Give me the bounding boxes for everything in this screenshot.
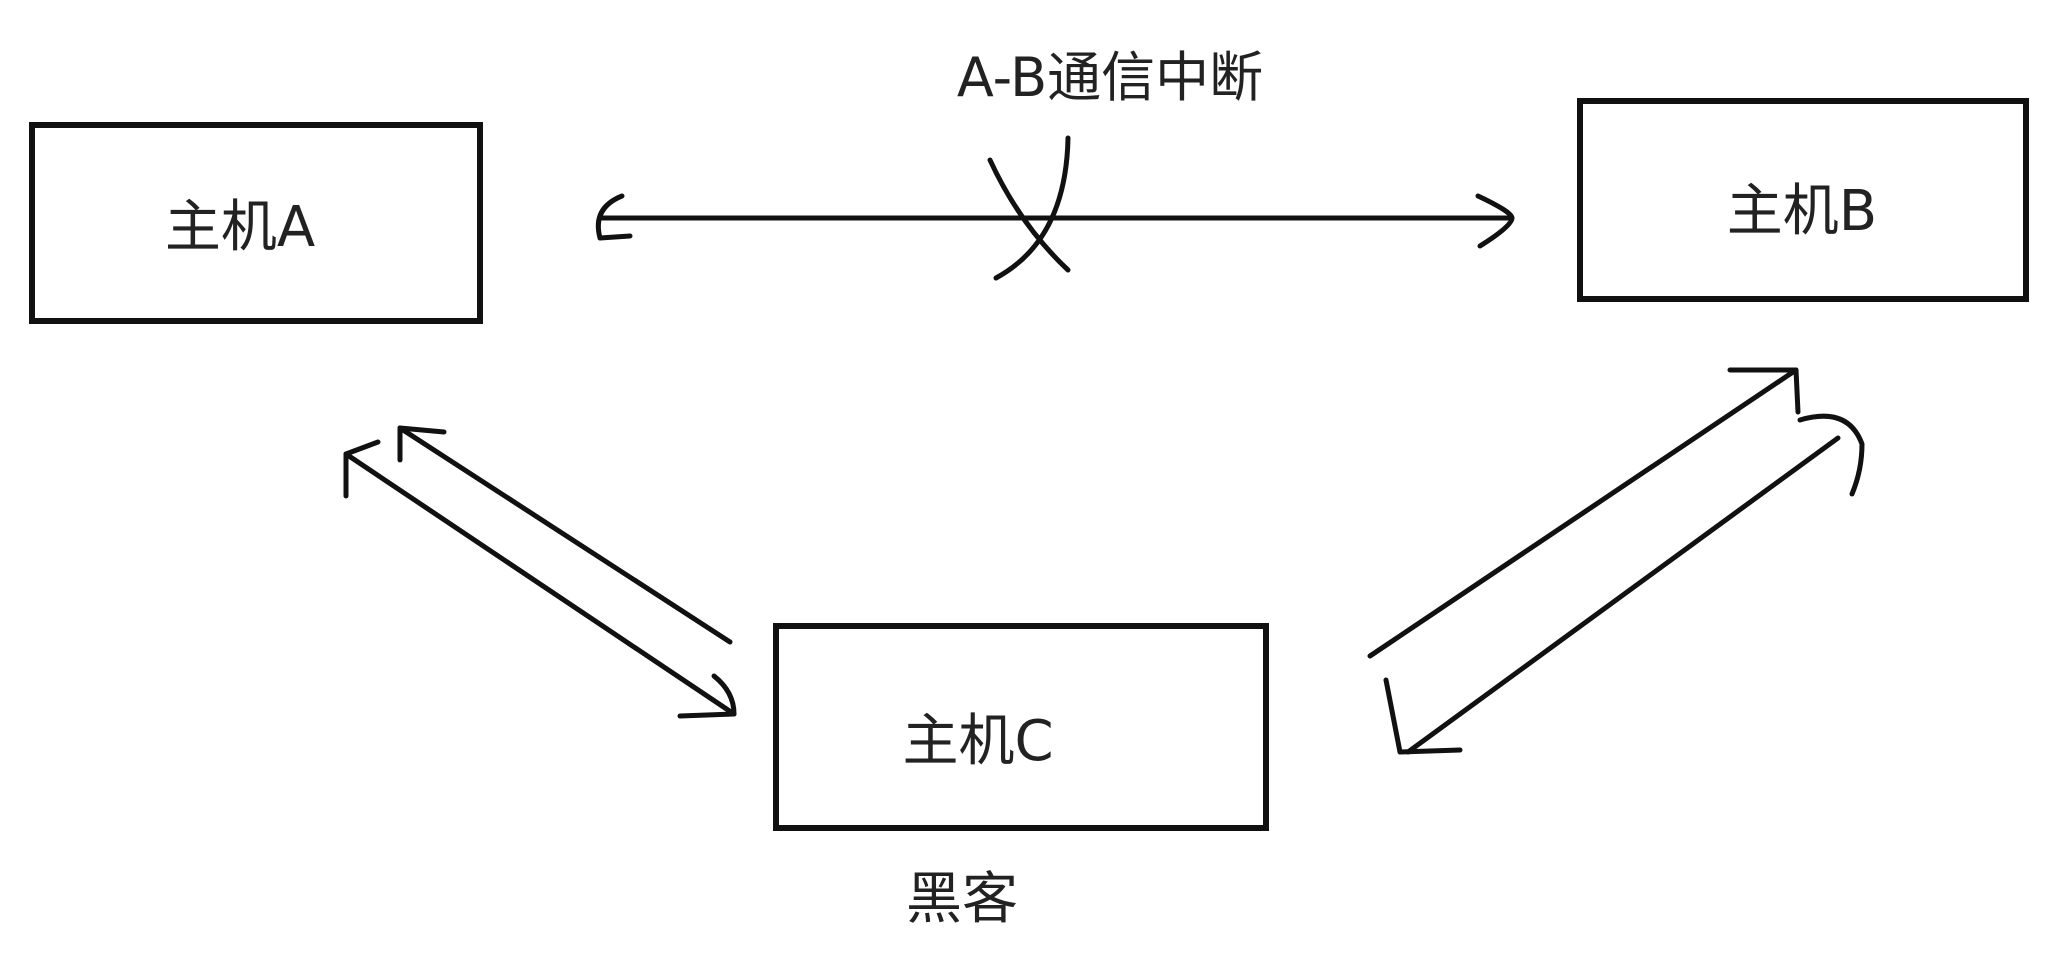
link-a-to-c-arrowhead-end [677,673,737,719]
link-b-to-c-line [1405,435,1841,755]
link-a-to-c-arrowhead-start [343,439,381,499]
cross-stroke-2 [993,135,1071,281]
link-c-to-b-arrowhead [1727,367,1801,415]
link-a-to-c-line [343,451,737,717]
link-c-b [1367,367,1865,755]
broken-link-cross-icon [987,135,1071,281]
host-a-label: 主机A [165,195,315,260]
link-b-to-c-arrowhead-end [1383,677,1463,755]
host-b-node: 主机B [1577,98,2029,302]
link-b-to-c-arrowhead-start [1797,413,1865,497]
link-c-to-a-line [397,425,733,645]
host-c-caption: 黑客 [906,867,1018,932]
host-a-box [29,122,483,324]
host-c-box [773,623,1269,831]
host-b-label: 主机B [1727,179,1877,244]
broken-link-annotation: A-B通信中断 [957,46,1263,109]
host-a-node: 主机A [29,122,483,324]
link-a-b-arrowhead-right [1475,193,1515,249]
host-c-label: 主机C [902,709,1053,774]
link-a-b [595,193,1515,249]
host-b-box [1577,98,2029,302]
host-c-node: 主机C [773,623,1269,831]
link-c-a [343,425,737,719]
link-c-to-a-arrowhead [397,425,447,463]
link-a-b-arrowhead-left [595,193,633,241]
link-c-to-b-line [1367,367,1799,659]
cross-stroke-1 [987,157,1071,273]
